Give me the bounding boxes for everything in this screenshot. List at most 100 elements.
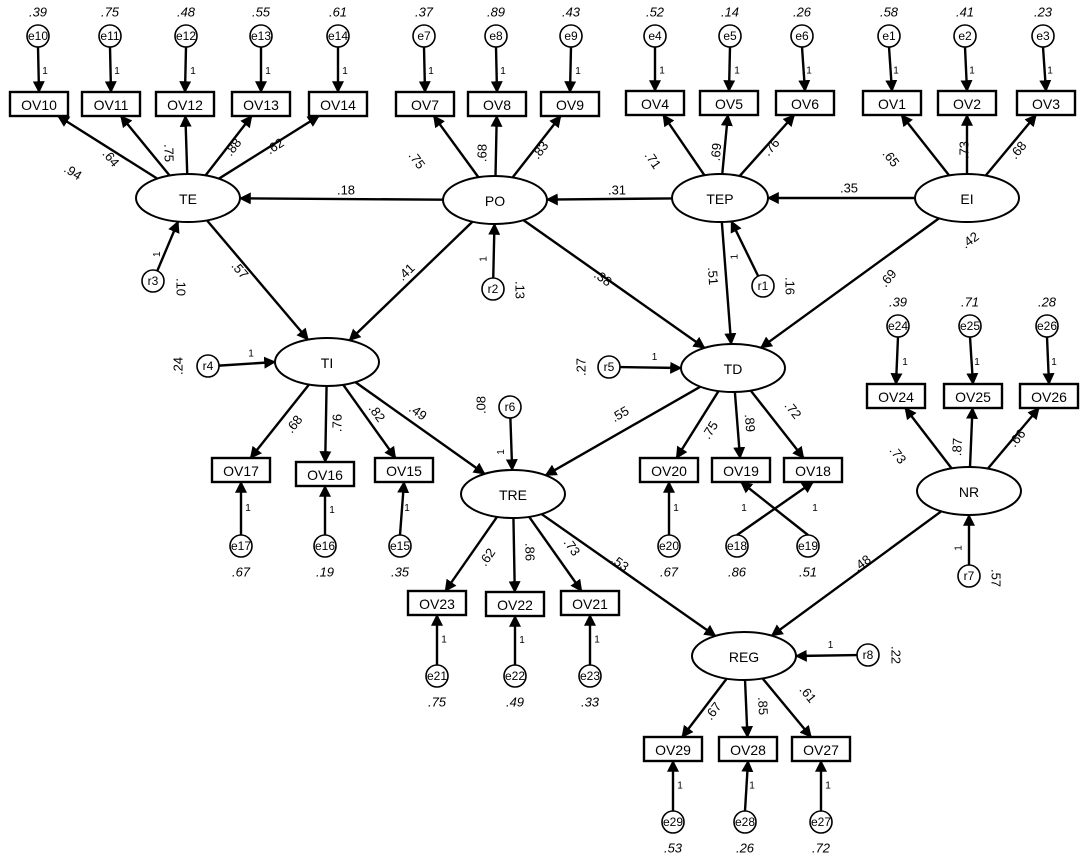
fixed-weight-label: 1 [114,66,120,77]
error-arrow-e24 [890,336,903,386]
loading-arrow-NR-OV24 [904,407,953,470]
error-circle [249,24,273,48]
error-term-label: e23 [580,669,600,683]
loading-label: .68 [1006,138,1029,161]
fixed-weight-label: 1 [673,503,679,514]
observed-variable-label: OV24 [878,389,914,405]
path-arrow-TEP-TD [720,221,737,346]
loading-label: .72 [782,398,805,421]
path-coefficient-label: .18 [337,183,355,198]
error-term-label: e8 [489,29,503,43]
observed-variable-box: OV4 [624,89,686,117]
error-term-label: e10 [28,29,48,43]
error-term: e9 [559,24,583,48]
error-term-label: e3 [1036,29,1050,43]
observed-box-outline [782,456,844,484]
error-term-label: e12 [176,29,196,43]
error-term: e1 [877,24,901,48]
error-arrow-e25 [966,336,979,386]
path-coefficient-label: .51 [705,266,721,285]
squared-multiple-correlation-label: .51 [799,565,817,580]
observed-variable-box: OV9 [539,90,601,118]
observed-variable-box: OV12 [154,90,216,118]
error-term-label: e1 [882,29,896,43]
observed-variable-label: OV9 [556,97,584,113]
loading-arrow-EI-OV3 [984,114,1037,177]
observed-box-outline [1015,89,1077,117]
observed-variable-label: OV14 [320,97,356,113]
squared-multiple-correlation-label: .75 [428,695,447,710]
squared-multiple-correlation-label: .33 [581,695,600,710]
observed-variable-label: OV25 [955,389,991,405]
observed-variable-label: OV20 [651,463,687,479]
fixed-weight-label: 1 [42,66,48,77]
error-term: e4 [643,24,667,48]
observed-variable-box: OV18 [782,456,844,484]
residual-arrow-r6 [505,417,518,472]
fixed-weight-label: 1 [152,251,163,257]
error-term-label: e9 [564,29,578,43]
observed-variable-box: OV21 [559,589,621,617]
squared-multiple-correlation-label: .39 [889,295,907,310]
observed-box-outline [698,89,760,117]
loading-arrow-TE-OV13 [204,115,253,177]
fixed-weight-label: 1 [659,66,665,77]
observed-variable-label: OV2 [953,96,981,112]
loading-arrow-REG-OV28 [741,679,754,739]
loading-label: .71 [642,148,665,171]
residual-circle [856,643,880,667]
latent-variable-label: TD [724,361,743,377]
fixed-weight-label: 1 [806,66,812,77]
error-term: e5 [718,24,742,48]
loading-label: .66 [1005,426,1028,449]
path-arrow-PO-TD [522,219,706,349]
residual-arrow-r3 [156,220,180,272]
fixed-weight-label: 1 [812,503,818,514]
error-term: e23 [578,664,602,688]
observed-box-outline [466,90,528,118]
observed-box-outline [638,456,700,484]
observed-box-outline [861,89,923,117]
path-arrow-TI-TRE [354,381,486,475]
loading-arrow-TE-OV10 [57,114,158,180]
fixed-weight-label: 1 [329,505,335,516]
observed-variable-box: OV1 [861,89,923,117]
error-term: e3 [1031,24,1055,48]
observed-variable-box: OV19 [710,456,772,484]
loading-arrow-TI-OV17 [249,383,311,459]
fixed-weight-label: 1 [825,781,831,792]
residual-circle [957,564,981,588]
error-term-label: e14 [328,29,348,43]
loading-label: .62 [476,545,499,568]
observed-box-outline [307,90,369,118]
loading-label: .69 [708,142,725,161]
error-circle [661,810,685,834]
latent-variable-label: TRE [499,487,527,503]
observed-variable-box: OV25 [942,382,1004,410]
squared-multiple-correlation-label: .71 [961,295,979,310]
error-term-label: e16 [315,539,335,553]
latent-variable-ellipse: REG [691,631,797,681]
latent-variable-ellipse: TEP [671,173,769,223]
error-term: e26 [1035,314,1059,338]
observed-variable-label: OV4 [641,96,669,112]
fixed-weight-label: 1 [893,66,899,77]
latent-ellipse-outline [680,343,786,393]
squared-multiple-correlation-label: .55 [252,5,271,20]
residual-term-label: r6 [505,400,516,414]
fixed-weight-label: 1 [729,253,740,259]
observed-variable-box: OV3 [1015,89,1077,117]
error-term: e6 [790,24,814,48]
observed-variable-label: OV10 [21,97,57,113]
path-arrow-PO-TI [348,220,474,342]
fixed-weight-label: 1 [478,256,489,262]
error-term-label: e20 [659,539,679,553]
error-term-label: e22 [505,669,525,683]
error-term: e7 [412,24,436,48]
error-term-label: e2 [958,29,972,43]
error-term: e13 [249,24,273,48]
observed-box-outline [406,589,468,617]
latent-variable-label: REG [729,649,759,665]
observed-variable-label: OV22 [497,597,533,613]
path-coefficient-label: .35 [840,181,858,196]
